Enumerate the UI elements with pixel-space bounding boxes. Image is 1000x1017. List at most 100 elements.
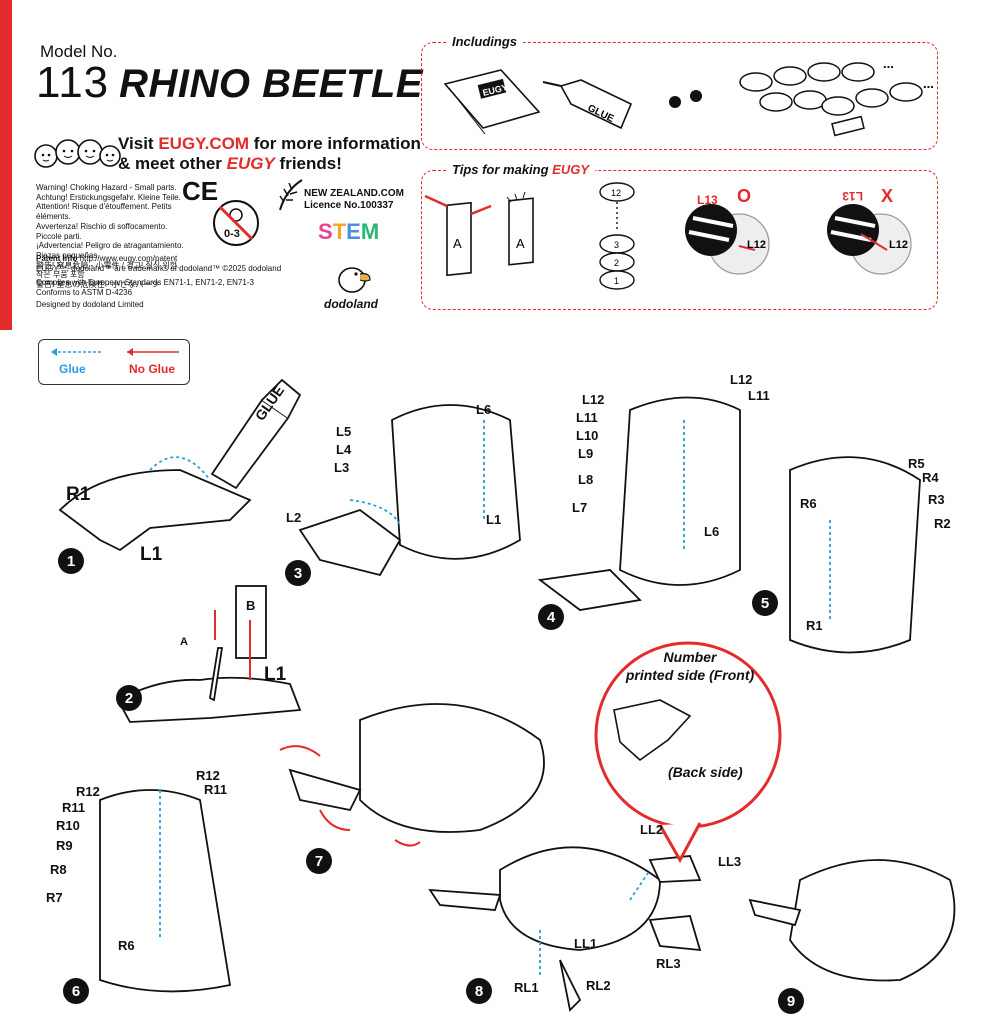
part-label: L6 — [476, 402, 492, 417]
booklet-icon: EUGY — [443, 69, 541, 135]
eugy-friends-icon — [34, 139, 121, 168]
step2-base — [116, 676, 302, 723]
part-label: R6 — [800, 496, 817, 511]
warning-list: Warning! Choking Hazard - Small parts. A… — [36, 183, 184, 290]
brand-side-bar — [0, 0, 12, 330]
part-label: LL1 — [574, 936, 598, 951]
part-label: R5 — [908, 456, 925, 471]
svg-text:O: O — [737, 186, 751, 206]
part-label: R11 — [204, 782, 228, 797]
part-label: R12 — [76, 784, 100, 799]
tips-illustrations: A A 12 3 2 1 L13 O L12 L13 X L12 — [424, 182, 912, 290]
part-label: L1 — [140, 544, 163, 565]
step6-stack — [99, 789, 232, 993]
part-label: L12 — [582, 392, 605, 407]
dodoland-logo: dodoland — [324, 297, 378, 311]
step-2-badge: 2 — [116, 685, 142, 711]
callout-back-text: (Back side) — [668, 764, 743, 780]
step-6-badge: 6 — [63, 978, 89, 1004]
part-label: R8 — [50, 862, 67, 877]
part-label: A — [180, 636, 188, 648]
model-name: RHINO BEETLE — [119, 62, 423, 106]
step8-beetle — [499, 846, 661, 951]
brand-name: EUGY — [226, 154, 275, 173]
model-number: 113 — [36, 58, 110, 107]
callout-front-text: Number printed side (Front) — [625, 649, 755, 683]
svg-text:L12: L12 — [889, 239, 908, 251]
model-no-label: Model No. — [40, 42, 118, 61]
svg-text:...: ... — [923, 76, 934, 91]
age-warning-icon — [213, 200, 259, 246]
part-label: R7 — [46, 890, 63, 905]
numbered-stack-tip — [599, 182, 635, 290]
part-label: B — [246, 598, 256, 613]
part-label: L11 — [576, 410, 598, 425]
part-label: R1 — [66, 484, 91, 505]
svg-text:L12: L12 — [747, 239, 766, 251]
part-label: R12 — [196, 768, 220, 783]
includings-items: EUGY GLUE ... ... — [443, 56, 934, 137]
age-label: 0-3 — [224, 228, 240, 240]
correct-alignment-tip — [685, 204, 770, 275]
stem-logo: STEM — [318, 219, 380, 244]
step-9-badge: 9 — [778, 988, 804, 1014]
nz-licence: NEW ZEALAND.COM Licence No.100337 — [304, 188, 404, 211]
svg-text:L13: L13 — [697, 193, 718, 207]
step-5-badge: 5 — [752, 590, 778, 616]
fern-icon — [279, 179, 303, 211]
part-label: L8 — [578, 472, 594, 487]
part-label: R6 — [118, 938, 135, 953]
svg-text:A: A — [516, 236, 525, 251]
svg-text:X: X — [881, 186, 893, 206]
svg-text:12: 12 — [611, 188, 621, 198]
part-label: RL1 — [514, 980, 539, 995]
part-label: L9 — [578, 446, 594, 461]
part-label: R11 — [62, 800, 86, 815]
svg-text:1: 1 — [614, 276, 619, 286]
part-label: LL2 — [640, 822, 664, 837]
svg-text:2: 2 — [614, 258, 619, 268]
model-title: 113 RHINO BEETLE — [36, 58, 423, 108]
card-tip-2: A — [506, 191, 534, 266]
part-label: RL3 — [656, 956, 681, 971]
includings-title: Includings — [446, 34, 523, 49]
part-label: L10 — [576, 428, 599, 443]
part-label: R10 — [56, 818, 80, 833]
ce-mark: CE — [182, 176, 219, 206]
includings-box — [421, 42, 938, 150]
part-label: L3 — [334, 460, 350, 475]
part-label: L12 — [730, 372, 753, 387]
part-label: L1 — [486, 512, 502, 527]
svg-text:...: ... — [883, 56, 894, 71]
svg-text:A: A — [453, 236, 462, 251]
legal-block: Patent Info http://www.eugy.com/patent E… — [36, 254, 282, 309]
site-link[interactable]: EUGY.COM — [158, 134, 250, 153]
part-label: RL2 — [586, 978, 611, 993]
part-label: R9 — [56, 838, 73, 853]
part-label: L11 — [748, 388, 770, 403]
part-label: R2 — [934, 516, 951, 531]
visit-text: Visit EUGY.COM for more information & me… — [118, 134, 421, 173]
eyes-icon — [669, 90, 702, 108]
part-label: L2 — [286, 510, 302, 525]
slot-card-tip: A — [424, 194, 492, 277]
legend-no-glue: No Glue — [129, 362, 176, 376]
part-label: LL3 — [718, 854, 742, 869]
part-label: L4 — [336, 442, 352, 457]
step-4-badge: 4 — [538, 604, 564, 630]
part-label: R1 — [806, 618, 823, 633]
step5-stack — [789, 456, 921, 654]
part-label: L1 — [264, 664, 287, 685]
step-1-badge: 1 — [58, 548, 84, 574]
patent-link[interactable]: http://www.eugy.com/patent — [77, 254, 178, 263]
dodo-logo-icon — [338, 267, 371, 293]
legend-glue: Glue — [59, 362, 86, 376]
wrong-alignment-tip — [827, 204, 912, 275]
tips-box — [421, 170, 938, 310]
step7-beetle — [359, 703, 545, 833]
step-7-badge: 7 — [306, 848, 332, 874]
part-label: R4 — [922, 470, 939, 485]
glue-bottle — [210, 398, 290, 490]
step4-stack — [619, 396, 741, 586]
